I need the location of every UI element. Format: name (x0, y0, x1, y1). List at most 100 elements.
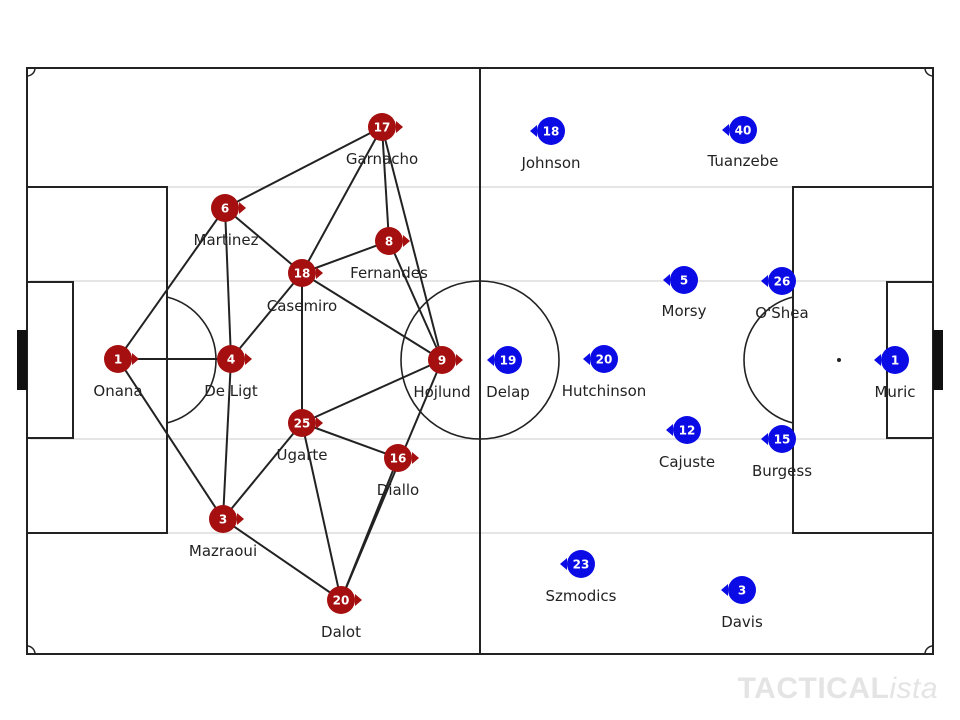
player-number: 20 (596, 353, 613, 367)
brand-italic: ista (889, 672, 938, 705)
player-marker (768, 267, 796, 295)
direction-marker (355, 594, 362, 606)
watermark-logo: TACTICALista (738, 672, 938, 706)
pass-link-casemiro-hojlund (301, 272, 443, 361)
player-number: 4 (227, 353, 235, 367)
player-number: 9 (438, 354, 446, 368)
pass-link-ugarte-mazraoui (222, 422, 303, 520)
direction-marker (237, 513, 244, 525)
pass-link-onana-mazraoui (117, 358, 224, 520)
pitch-markings (17, 67, 943, 655)
player-marker (288, 259, 316, 287)
pass-link-martinez-garnacho (224, 126, 383, 209)
player-number: 3 (219, 513, 227, 527)
pass-link-ugarte-dalot (301, 422, 342, 601)
away-player-o-shea: 26O'Shea (755, 267, 809, 322)
direction-marker (396, 121, 403, 133)
player-number: 40 (735, 124, 752, 138)
pass-link-martinez-de-ligt (224, 207, 232, 360)
player-marker (104, 345, 132, 373)
pass-link-casemiro-garnacho (301, 126, 383, 274)
player-marker (327, 586, 355, 614)
direction-marker (583, 353, 590, 365)
player-number: 8 (385, 235, 393, 249)
player-name: Delap (486, 383, 530, 401)
pass-network (117, 126, 443, 601)
player-name: Fernandes (350, 264, 428, 282)
pass-link-fernandes-hojlund (388, 240, 443, 361)
player-number: 1 (114, 353, 122, 367)
player-number: 17 (374, 121, 391, 135)
direction-marker (761, 433, 768, 445)
player-marker (494, 346, 522, 374)
direction-marker (874, 354, 881, 366)
player-marker (368, 113, 396, 141)
player-name: Garnacho (346, 150, 418, 168)
player-name: Cajuste (659, 453, 715, 471)
player-number: 26 (774, 275, 791, 289)
home-player-de-ligt: 4De Ligt (204, 345, 258, 400)
pass-link-ugarte-diallo (301, 422, 399, 459)
player-name: Hojlund (413, 383, 470, 401)
player-marker (537, 117, 565, 145)
player-name: Dalot (321, 623, 361, 641)
direction-marker (560, 558, 567, 570)
player-name: Casemiro (267, 297, 338, 315)
player-name: Tuanzebe (707, 152, 779, 170)
player-number: 23 (573, 558, 590, 572)
player-number: 19 (500, 354, 517, 368)
direction-marker (663, 274, 670, 286)
player-marker (567, 550, 595, 578)
player-name: Morsy (662, 302, 707, 320)
player-name: Onana (93, 382, 142, 400)
direction-marker (316, 417, 323, 429)
player-name: Johnson (520, 154, 580, 172)
player-name: Mazraoui (189, 542, 257, 560)
pass-link-garnacho-hojlund (381, 126, 443, 361)
player-name: Burgess (752, 462, 812, 480)
player-number: 6 (221, 202, 229, 216)
direction-marker (412, 452, 419, 464)
pass-link-de-ligt-mazraoui (222, 358, 232, 520)
player-marker (670, 266, 698, 294)
direction-marker (722, 124, 729, 136)
player-marker (217, 345, 245, 373)
direction-marker (666, 424, 673, 436)
player-name: Ugarte (277, 446, 328, 464)
player-marker (728, 576, 756, 604)
player-number: 15 (774, 433, 791, 447)
direction-marker (530, 125, 537, 137)
pass-link-onana-martinez (117, 207, 226, 360)
direction-marker (316, 267, 323, 279)
player-number: 3 (738, 584, 746, 598)
pass-link-dalot-diallo (340, 457, 399, 601)
player-marker (428, 346, 456, 374)
direction-marker (239, 202, 246, 214)
player-name: Davis (721, 613, 763, 631)
player-name: Martinez (194, 231, 259, 249)
player-name: Szmodics (546, 587, 617, 605)
player-number: 20 (333, 594, 350, 608)
direction-marker (761, 275, 768, 287)
player-number: 12 (679, 424, 696, 438)
